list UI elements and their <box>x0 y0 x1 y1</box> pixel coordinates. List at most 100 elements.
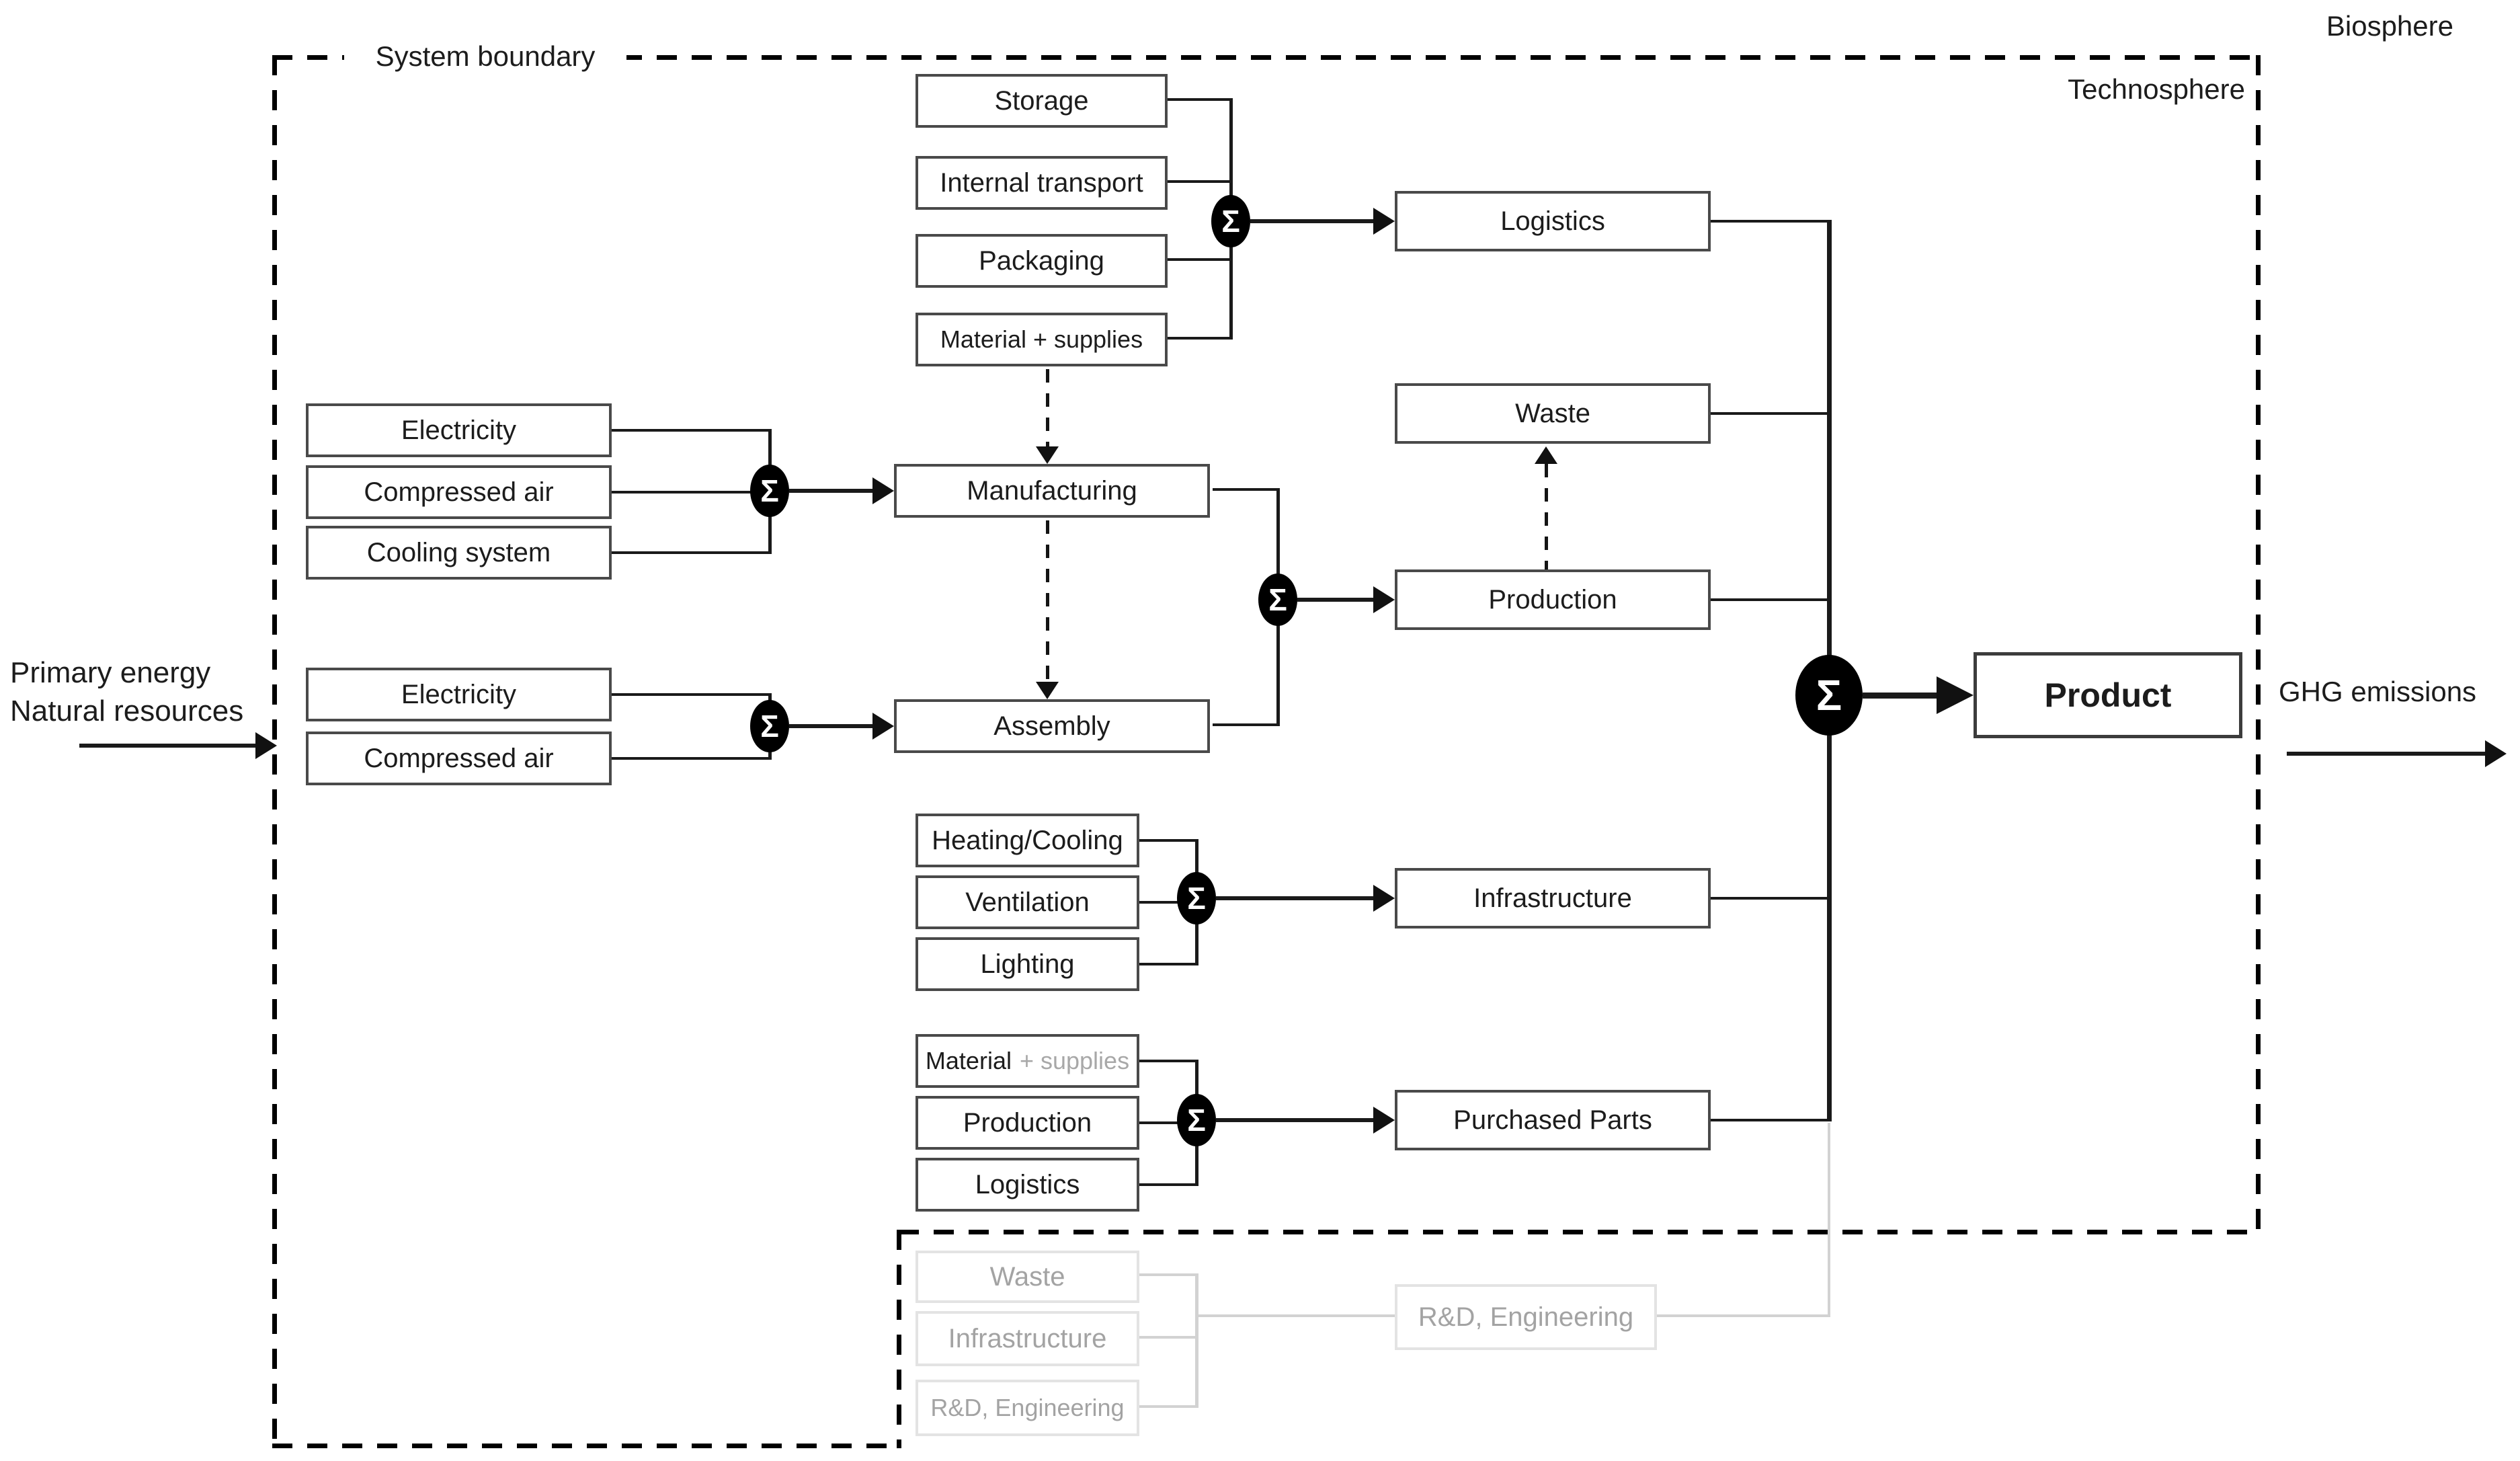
ghg-arrowhead <box>2485 740 2507 767</box>
connector-line <box>1168 337 1232 340</box>
connector-line <box>1139 1121 1198 1124</box>
product-label: Product <box>2044 676 2172 714</box>
compressed-air-1-label: Compressed air <box>364 477 554 507</box>
connector-line <box>1139 1060 1198 1062</box>
arrow-line <box>1863 693 1937 699</box>
excluded-infrastructure-box: Infrastructure <box>916 1311 1139 1366</box>
excluded-connector-line <box>1139 1405 1198 1408</box>
arrow-line <box>1216 1118 1375 1122</box>
heating-cooling-label: Heating/Cooling <box>932 826 1123 855</box>
sigma-icon: Σ <box>760 473 779 508</box>
sigma-icon: Σ <box>760 709 779 744</box>
arrow-line <box>1297 598 1375 602</box>
purchased-parts-box: Purchased Parts <box>1395 1090 1711 1150</box>
sigma-icon: Σ <box>1187 1103 1206 1138</box>
material-2-box: Material + supplies <box>916 1034 1139 1088</box>
connector-line <box>1213 723 1279 726</box>
manufacturing-box: Manufacturing <box>894 464 1210 518</box>
assembly-box: Assembly <box>894 699 1210 753</box>
material-2-suffix-label: + supplies <box>1019 1047 1130 1074</box>
connector-line <box>1711 1119 1830 1121</box>
dashed-arrowhead-down <box>1036 446 1059 464</box>
internal-transport-box: Internal transport <box>916 156 1168 210</box>
sigma-icon: Σ <box>1268 582 1287 617</box>
ventilation-label: Ventilation <box>965 887 1090 917</box>
primary-energy-arrow-line <box>79 744 255 748</box>
connector-line <box>1168 258 1232 261</box>
storage-box: Storage <box>916 74 1168 128</box>
connector-line <box>1711 220 1830 223</box>
primary-energy-line2: Natural resources <box>10 695 244 728</box>
arrowhead <box>872 713 894 740</box>
connector-line <box>1168 98 1232 101</box>
excluded-waste-box: Waste <box>916 1251 1139 1303</box>
connector-line <box>1139 901 1198 904</box>
arrowhead <box>1373 586 1395 613</box>
arrow-line <box>789 724 874 728</box>
sigma-icon: Σ <box>1816 671 1842 719</box>
production-input-box: Production <box>916 1096 1139 1150</box>
packaging-label: Packaging <box>979 246 1104 276</box>
excluded-rd-engineering-box: R&D, Engineering <box>916 1380 1139 1436</box>
waste-label: Waste <box>1515 399 1590 428</box>
manufacturing-label: Manufacturing <box>967 476 1137 506</box>
connector-line <box>1711 598 1830 601</box>
excluded-bus-line <box>1195 1273 1198 1408</box>
cooling-system-label: Cooling system <box>366 538 551 567</box>
production-label: Production <box>1488 585 1617 615</box>
cooling-system-box: Cooling system <box>306 526 612 580</box>
sum-node-infrastructure: Σ <box>1177 872 1216 924</box>
storage-label: Storage <box>994 86 1089 116</box>
system-boundary-bottom-right <box>899 1230 2261 1234</box>
system-boundary-label: System boundary <box>344 35 626 78</box>
technosphere-label: Technosphere <box>2068 73 2245 105</box>
excluded-output-line <box>1198 1314 1395 1317</box>
connector-line <box>1711 412 1830 415</box>
logistics-label: Logistics <box>1500 206 1605 236</box>
connector-line <box>612 429 771 432</box>
lighting-label: Lighting <box>980 949 1075 979</box>
arrowhead <box>1373 1107 1395 1134</box>
sigma-icon: Σ <box>1187 881 1206 916</box>
system-boundary-bottom-left <box>272 1444 901 1448</box>
biosphere-label: Biosphere <box>2326 10 2453 42</box>
system-boundary-right <box>2256 55 2261 1234</box>
logistics-box: Logistics <box>1395 191 1711 251</box>
production-box: Production <box>1395 569 1711 630</box>
primary-energy-arrowhead <box>255 732 277 759</box>
excluded-connector-line <box>1139 1336 1198 1339</box>
connector-line <box>612 551 771 554</box>
sum-node-production: Σ <box>1258 574 1297 626</box>
arrow-line <box>1250 219 1375 223</box>
sum-node-logistics: Σ <box>1211 195 1250 247</box>
production-input-label: Production <box>963 1108 1092 1138</box>
material-supplies-label: Material + supplies <box>940 325 1143 353</box>
electricity-2-box: Electricity <box>306 668 612 721</box>
excluded-waste-label: Waste <box>989 1262 1065 1292</box>
arrowhead <box>1373 208 1395 235</box>
logistics-input-box: Logistics <box>916 1158 1139 1212</box>
excluded-connector-line <box>1139 1273 1198 1276</box>
infrastructure-label: Infrastructure <box>1473 883 1632 913</box>
electricity-1-box: Electricity <box>306 403 612 457</box>
internal-transport-label: Internal transport <box>940 168 1143 198</box>
packaging-box: Packaging <box>916 234 1168 288</box>
arrow-line <box>789 489 874 493</box>
primary-energy-label: Primary energy Natural resources <box>10 654 243 730</box>
dashed-arrowhead-down <box>1036 682 1059 699</box>
connector-line <box>612 491 771 493</box>
sum-node-product: Σ <box>1795 655 1863 736</box>
sigma-icon: Σ <box>1221 204 1240 239</box>
arrowhead <box>1937 676 1974 714</box>
compressed-air-1-box: Compressed air <box>306 465 612 519</box>
electricity-1-label: Electricity <box>401 416 517 445</box>
connector-line <box>1139 963 1198 965</box>
connector-line <box>1213 488 1279 491</box>
arrowhead <box>1373 885 1395 912</box>
purchased-parts-label: Purchased Parts <box>1453 1105 1652 1135</box>
lighting-box: Lighting <box>916 937 1139 991</box>
arrow-line <box>1216 896 1375 900</box>
dashed-arrow-line <box>1046 520 1049 682</box>
heating-cooling-box: Heating/Cooling <box>916 814 1139 867</box>
